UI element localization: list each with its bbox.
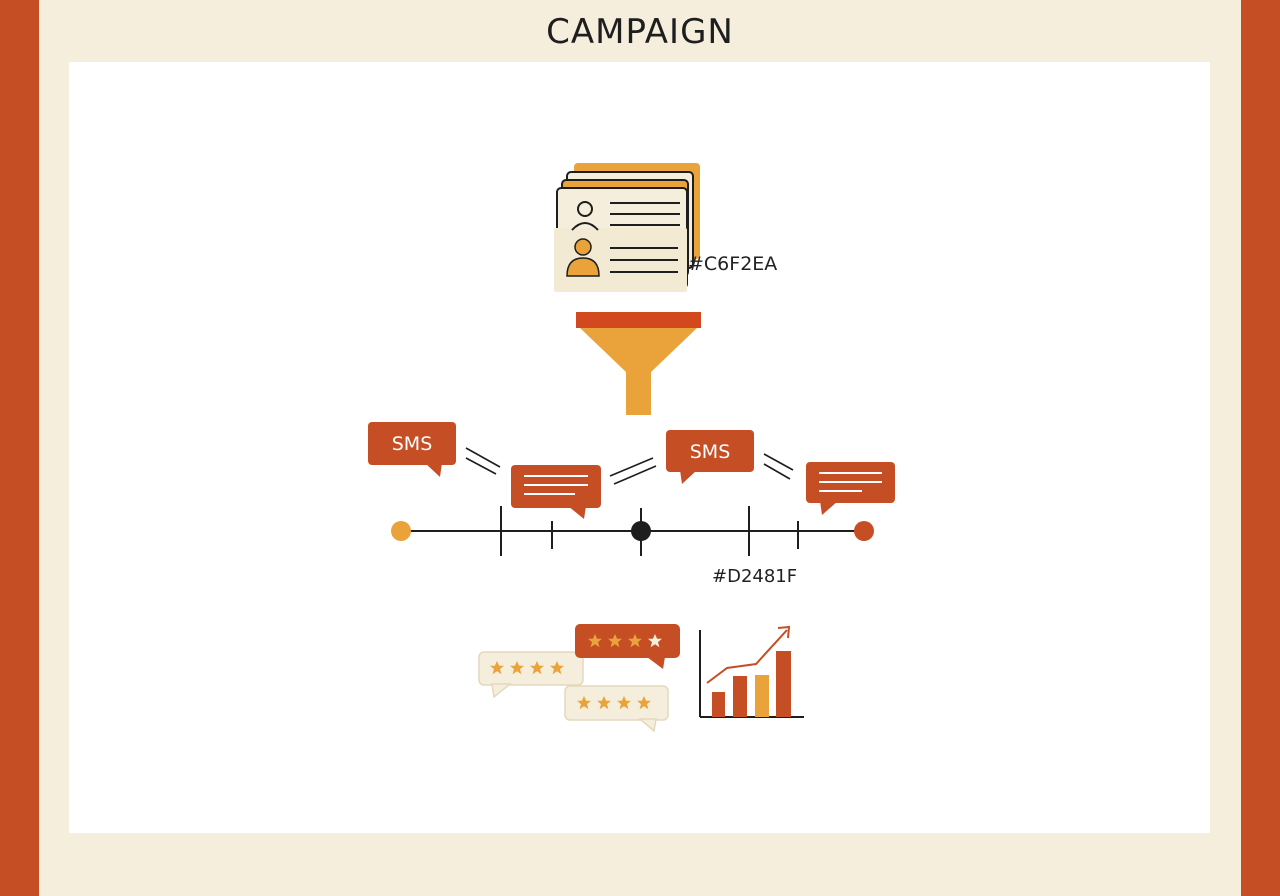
- trend-arrow-icon: [706, 625, 791, 684]
- page-title: CAMPAIGN: [546, 12, 734, 52]
- chat-bubble-icon: [806, 462, 895, 515]
- timeline: [391, 506, 874, 556]
- sms-label-1: SMS: [392, 433, 433, 455]
- funnel-icon: [576, 312, 701, 415]
- timeline-start-dot: [391, 521, 411, 541]
- timeline-end-dot: [854, 521, 874, 541]
- chat-bubble-icon: [511, 465, 601, 519]
- star-review-icon: [575, 624, 680, 669]
- contact-cards-icon: [554, 163, 700, 292]
- sms-bubble-1: SMS: [368, 422, 456, 477]
- bar-chart-icon: [699, 630, 804, 718]
- sms-bubble-2: SMS: [666, 430, 754, 484]
- timeline-color-label: #D2481F: [712, 566, 798, 587]
- contacts-color-label: #C6F2EA: [688, 253, 778, 275]
- sms-label-2: SMS: [690, 441, 731, 463]
- connector-lines: [465, 447, 794, 485]
- star-review-icon: [478, 651, 584, 699]
- left-border: [0, 0, 39, 896]
- star-review-icon: [564, 685, 669, 733]
- right-border: [1241, 0, 1280, 896]
- timeline-mid-dot: [631, 521, 651, 541]
